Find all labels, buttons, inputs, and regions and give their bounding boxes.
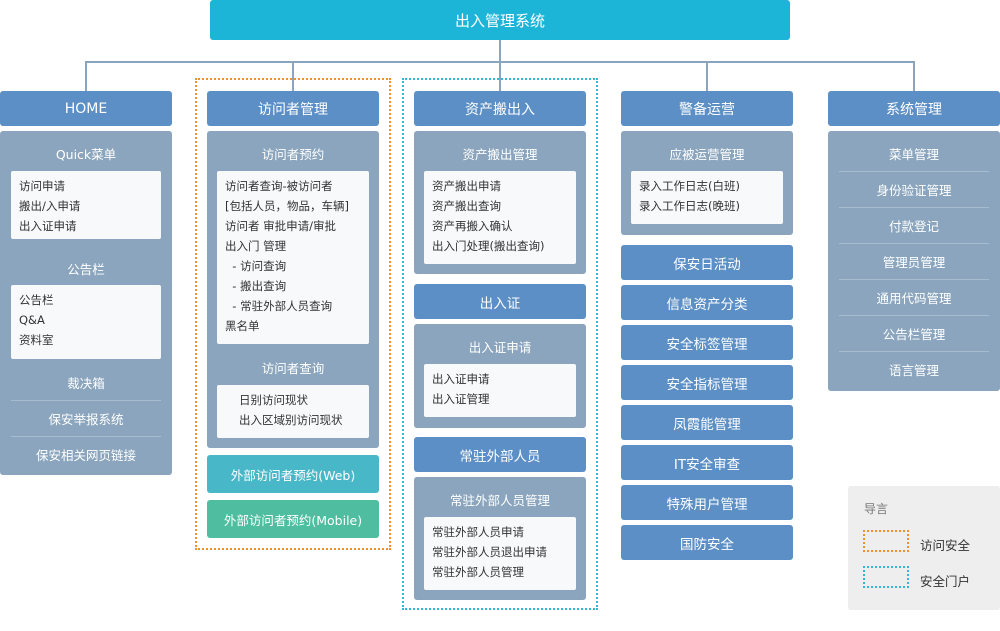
reserve-item[interactable]: 出入门 管理 <box>225 239 287 253</box>
notice-title: 公告栏 <box>67 261 105 277</box>
quick-menu-title: Quick菜单 <box>55 146 117 162</box>
system-row-language[interactable]: 语言管理 <box>839 351 989 387</box>
resident-button[interactable]: 常驻外部人员 <box>414 437 586 472</box>
visit-security-group-frame <box>195 78 391 550</box>
notice-item[interactable]: Q&A <box>19 313 45 327</box>
legend-label-visit-security: 访问安全 <box>920 538 971 553</box>
home-row-ruling-box[interactable]: 裁决箱 <box>67 375 105 391</box>
quick-item[interactable]: 访问申请 <box>19 179 65 193</box>
system-row-auth[interactable]: 身份验证管理 <box>839 171 989 207</box>
reserve-item[interactable]: - 搬出查询 <box>225 279 287 293</box>
guard-ops-box: 录入工作日志(白班) 录入工作日志(晚班) <box>631 171 783 224</box>
security-portal-group-frame <box>402 78 598 610</box>
notice-box: 公告栏 Q&A 资料室 <box>11 285 161 359</box>
pass-box: 出入证申请 出入证管理 <box>424 364 576 417</box>
pass-button[interactable]: 出入证 <box>414 284 586 319</box>
system-row-admin[interactable]: 管理员管理 <box>839 243 989 279</box>
asset-mgmt-box: 资产搬出申请 资产搬出查询 资产再搬入确认 出入门处理(搬出查询) <box>424 171 576 264</box>
asset-item[interactable]: 资产再搬入确认 <box>432 219 513 233</box>
asset-item[interactable]: 出入门处理(搬出查询) <box>432 239 545 253</box>
legend-label-security-portal: 安全门户 <box>920 574 971 589</box>
quick-menu-box: 访问申请 搬出/入申请 出入证申请 <box>11 171 161 239</box>
guard-header[interactable]: 警备运营 <box>621 91 793 126</box>
connector-guard <box>706 61 708 91</box>
connector-visitor <box>292 61 294 91</box>
system-row-menu[interactable]: 菜单管理 <box>888 146 939 162</box>
asset-item[interactable]: 资产搬出申请 <box>432 179 501 193</box>
system-row-payment[interactable]: 付款登记 <box>839 207 989 243</box>
resident-item[interactable]: 常驻外部人员管理 <box>432 565 524 579</box>
guard-ops-title: 应被运营管理 <box>669 146 745 162</box>
visitor-reserve-box: 访问者查询-被访问者 [包括人员，物品，车辆] 访问者 审批申请/审批 出入门 … <box>217 171 369 344</box>
reserve-item[interactable]: 黑名单 <box>225 319 260 333</box>
connector-home <box>85 61 87 91</box>
system-panel: 菜单管理 身份验证管理 付款登记 管理员管理 通用代码管理 公告栏管理 语言管理 <box>828 131 1000 391</box>
guard-button-daily-activity[interactable]: 保安日活动 <box>621 245 793 280</box>
external-visitor-web-button[interactable]: 外部访问者预约(Web) <box>207 455 379 493</box>
resident-panel: 常驻外部人员管理 常驻外部人员申请 常驻外部人员退出申请 常驻外部人员管理 <box>414 477 586 600</box>
visitor-header[interactable]: 访问者管理 <box>207 91 379 126</box>
pass-title: 出入证申请 <box>468 339 532 355</box>
asset-mgmt-title: 资产搬出管理 <box>462 146 538 162</box>
resident-title: 常驻外部人员管理 <box>449 492 550 508</box>
guard-button-special-user[interactable]: 特殊用户管理 <box>621 485 793 520</box>
legend-swatch-security-portal <box>863 566 909 588</box>
guard-button-security-index[interactable]: 安全指标管理 <box>621 365 793 400</box>
connector-asset <box>499 61 501 91</box>
resident-item[interactable]: 常驻外部人员申请 <box>432 525 524 539</box>
resident-box: 常驻外部人员申请 常驻外部人员退出申请 常驻外部人员管理 <box>424 517 576 590</box>
guard-ops-panel: 应被运营管理 录入工作日志(白班) 录入工作日志(晚班) <box>621 131 793 235</box>
external-visitor-mobile-button[interactable]: 外部访问者预约(Mobile) <box>207 500 379 538</box>
guard-button-asset-classification[interactable]: 信息资产分类 <box>621 285 793 320</box>
asset-item[interactable]: 资产搬出查询 <box>432 199 501 213</box>
home-row-report-system[interactable]: 保安举报系统 <box>11 400 161 436</box>
notice-item[interactable]: 公告栏 <box>19 293 54 307</box>
guard-button-security-label[interactable]: 安全标签管理 <box>621 325 793 360</box>
legend: 导言 访问安全 安全门户 <box>848 486 1000 610</box>
query-item[interactable]: 日别访问现状 <box>239 393 308 407</box>
ops-item[interactable]: 录入工作日志(白班) <box>639 179 740 193</box>
asset-mgmt-panel: 资产搬出管理 资产搬出申请 资产搬出查询 资产再搬入确认 出入门处理(搬出查询) <box>414 131 586 274</box>
asset-header[interactable]: 资产搬出入 <box>414 91 586 126</box>
connector-system <box>913 61 915 91</box>
guard-button-it-audit[interactable]: IT安全审查 <box>621 445 793 480</box>
quick-item[interactable]: 出入证申请 <box>19 219 77 233</box>
system-row-code[interactable]: 通用代码管理 <box>839 279 989 315</box>
visitor-reserve-title: 访问者预约 <box>261 146 325 162</box>
system-header[interactable]: 系统管理 <box>828 91 1000 126</box>
root-node[interactable]: 出入管理系统 <box>210 0 790 40</box>
resident-item[interactable]: 常驻外部人员退出申请 <box>432 545 547 559</box>
home-header[interactable]: HOME <box>0 91 172 126</box>
legend-title: 导言 <box>864 502 889 516</box>
visitor-query-box: 日别访问现状 出入区域别访问现状 <box>217 385 369 438</box>
home-row-links[interactable]: 保安相关网页链接 <box>11 436 161 472</box>
ops-item[interactable]: 录入工作日志(晚班) <box>639 199 740 213</box>
reserve-item[interactable]: - 访问查询 <box>225 259 287 273</box>
reserve-item: [包括人员，物品，车辆] <box>225 199 349 213</box>
visitor-panel: 访问者预约 访问者查询-被访问者 [包括人员，物品，车辆] 访问者 审批申请/审… <box>207 131 379 448</box>
guard-button-defense[interactable]: 国防安全 <box>621 525 793 560</box>
pass-item[interactable]: 出入证申请 <box>432 372 490 386</box>
legend-swatch-visit-security <box>863 530 909 552</box>
notice-item[interactable]: 资料室 <box>19 333 54 347</box>
reserve-item[interactable]: 访问者查询-被访问者 <box>225 179 333 193</box>
reserve-item[interactable]: - 常驻外部人员查询 <box>225 299 333 313</box>
home-panel: Quick菜单 访问申请 搬出/入申请 出入证申请 公告栏 公告栏 Q&A 资料… <box>0 131 172 475</box>
pass-item[interactable]: 出入证管理 <box>432 392 490 406</box>
guard-button-fengxia[interactable]: 凤霞能管理 <box>621 405 793 440</box>
system-row-notice[interactable]: 公告栏管理 <box>839 315 989 351</box>
quick-item[interactable]: 搬出/入申请 <box>19 199 81 213</box>
visitor-query-title: 访问者查询 <box>261 360 325 376</box>
reserve-item[interactable]: 访问者 审批申请/审批 <box>225 219 337 233</box>
pass-panel: 出入证申请 出入证申请 出入证管理 <box>414 324 586 428</box>
query-item[interactable]: 出入区域别访问现状 <box>239 413 343 427</box>
connector-root-down <box>499 40 501 62</box>
